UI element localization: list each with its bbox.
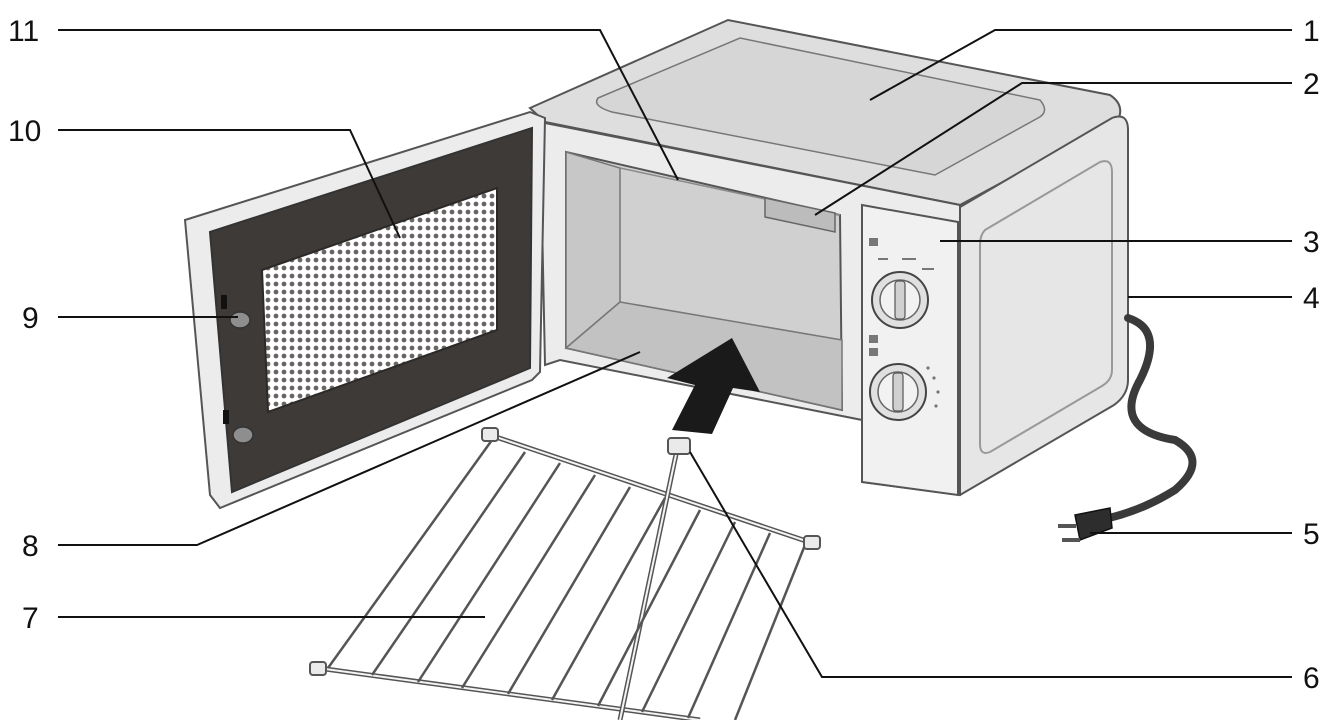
callout-9: 9 [22,302,39,335]
callout-11: 11 [8,15,39,48]
waveguide-cover [764,197,836,233]
power-knob[interactable] [871,271,929,329]
callout-10: 10 [8,115,41,148]
leader-line-6 [689,451,1292,678]
power-cord [1096,314,1197,524]
leader-line-2 [814,82,1292,216]
callout-numbers: 1 2 3 4 5 6 7 8 9 10 11 [8,15,1320,695]
callout-6: 6 [1303,662,1320,695]
side-panel [954,115,1129,497]
leader-lines [58,29,1292,678]
insert-direction-arrow [667,338,760,434]
leader-line-10 [58,129,401,239]
callout-7: 7 [22,602,39,635]
power-plug [1058,507,1113,542]
callout-8: 8 [22,530,39,563]
grill-rack [309,427,821,720]
timer-knob[interactable] [869,363,927,421]
door[interactable] [183,110,547,510]
callout-4: 4 [1303,282,1320,315]
microwave-body [528,18,1129,497]
leader-line-1 [869,29,1292,101]
panel-markings [869,238,940,408]
callout-3: 3 [1303,226,1320,259]
callout-1: 1 [1303,15,1320,48]
leader-line-8 [58,351,641,546]
callout-2: 2 [1303,68,1320,101]
rack-support-foot [667,437,691,455]
leader-line-11 [58,29,679,181]
callout-5: 5 [1303,518,1320,551]
door-mesh-window [260,186,498,414]
